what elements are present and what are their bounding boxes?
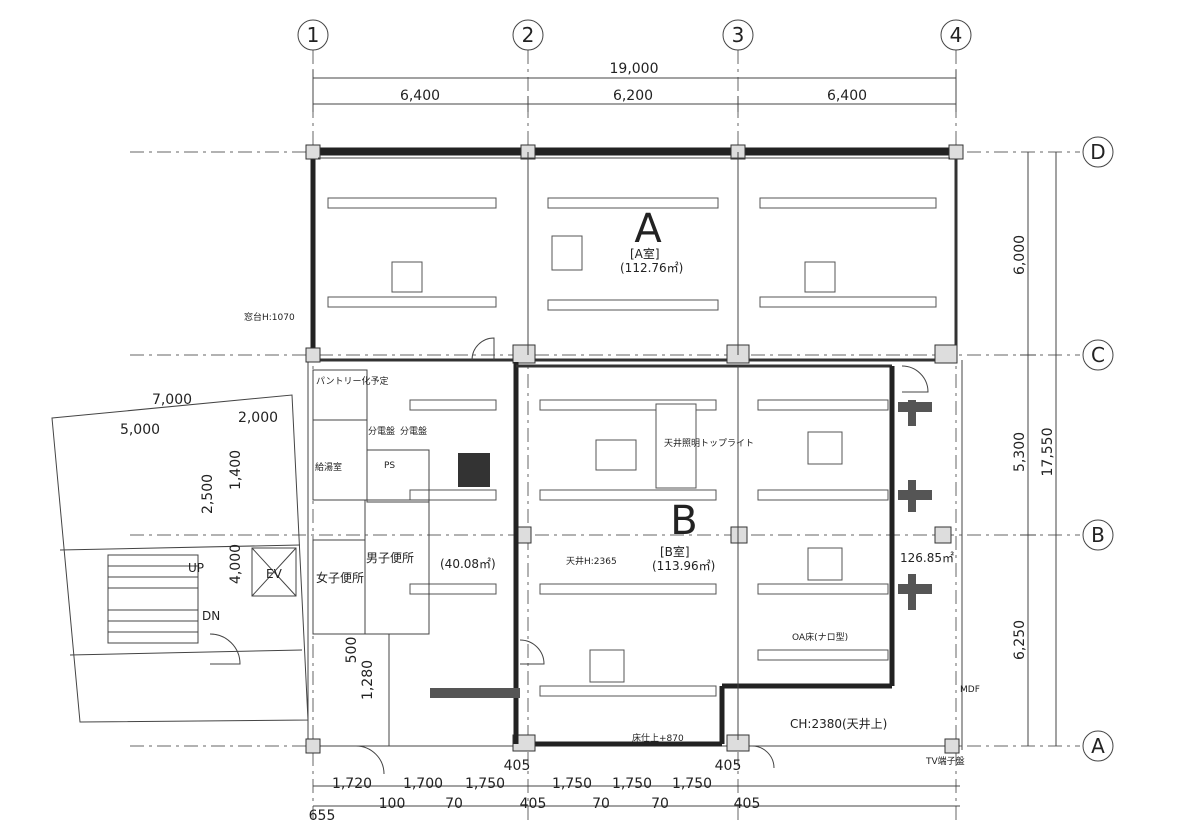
tv-label: TV端子盤	[925, 755, 965, 767]
dim-stair-depth-3: 4,000	[228, 544, 244, 584]
dim-left-small-1: 500	[344, 637, 360, 664]
grid-bubbles: 1 2 3 4 D C B A	[297, 19, 1114, 762]
dim-bottom-7: 1,750	[672, 776, 712, 792]
aircon-unit-b3	[807, 547, 843, 581]
ceiling-height-b: 天井H:2365	[566, 555, 617, 567]
floor-height-note: 床仕上+870	[632, 732, 684, 744]
switch-label-a: 分電盤	[368, 425, 395, 437]
dim-stair-sub-2: 2,000	[238, 410, 278, 426]
grid-row-c: C	[1091, 343, 1105, 367]
door-swings	[209, 337, 929, 775]
dim-bay-2: 6,200	[613, 88, 653, 104]
room-a-name: [A室]	[630, 246, 660, 261]
dim-stair-depth-1: 2,500	[200, 474, 216, 514]
top-dimensions: 19,000 6,400 6,200 6,400	[312, 61, 957, 112]
oa-room-area: 126.85㎡	[900, 551, 954, 565]
dim-bottom-1: 1,720	[332, 776, 372, 792]
room-b-name: [B室]	[660, 544, 690, 559]
dim-bottom2-5: 70	[592, 796, 610, 812]
riser-bar-core	[430, 688, 520, 698]
dim-bottom2-3: 70	[445, 796, 463, 812]
elevator-label: EV	[266, 567, 283, 581]
switch-label-b: 分電盤	[400, 425, 427, 437]
pantry-label: 給湯室	[315, 461, 342, 473]
room-a-area: (112.76㎡)	[620, 261, 683, 275]
ps-label: PS	[384, 461, 395, 471]
dim-bay-1: 6,400	[400, 88, 440, 104]
grid-col-2: 2	[522, 23, 535, 47]
skylight-label: 天井照明トップライト	[664, 437, 754, 449]
aircon-unit-a2	[551, 235, 583, 271]
womens-toilet-label: 女子便所	[316, 570, 364, 585]
aircon-unit-b1	[807, 431, 843, 465]
dim-stair-depth-2: 1,400	[228, 450, 244, 490]
dim-bottom-8: 405	[715, 758, 742, 774]
dim-bottom2-6: 70	[651, 796, 669, 812]
dim-bottom2-7: 405	[734, 796, 761, 812]
aircon-unit-a1	[391, 261, 423, 293]
dim-left-small-2: 1,280	[360, 660, 376, 700]
room-b-letter: B	[670, 498, 697, 544]
grid-col-3: 3	[732, 23, 745, 47]
dim-total-width: 19,000	[610, 61, 659, 77]
room-b: 天井照明トップライト B [B室] (113.96㎡) 天井H:2365 床仕上…	[409, 362, 954, 744]
aircon-unit-b4	[595, 439, 637, 471]
grid-row-d: D	[1090, 140, 1105, 164]
dim-bay-3: 6,400	[827, 88, 867, 104]
dim-bottom2-2: 100	[379, 796, 406, 812]
dim-bottom-4: 405	[504, 758, 531, 774]
grid-col-1: 1	[307, 23, 320, 47]
right-dimensions: 6,000 5,300 6,250 17,550	[1012, 152, 1057, 746]
grid-lines	[130, 50, 1080, 820]
ceiling-height-oa: CH:2380(天井上)	[790, 717, 887, 731]
dim-row-1: 6,000	[1012, 235, 1028, 275]
light-fixtures-a	[327, 197, 937, 311]
mdf-label: MDF	[960, 685, 980, 695]
dim-total-depth: 17,550	[1040, 428, 1056, 477]
skylight	[655, 403, 697, 489]
stair-annex: UP DN EV 7,000 5,000 2,000 2,500 1,400 4…	[51, 392, 309, 723]
dim-stair-width: 7,000	[152, 392, 192, 408]
dim-bottom2-1: 655	[309, 808, 336, 824]
core-area-label: (40.08㎡)	[440, 557, 496, 571]
pantry-note: パントリー化予定	[316, 375, 388, 387]
duct-block	[458, 453, 490, 487]
dim-bottom-3: 1,750	[465, 776, 505, 792]
mens-toilet-label: 男子便所	[366, 551, 414, 565]
grid-row-b: B	[1091, 523, 1105, 547]
aircon-unit-b2	[589, 649, 625, 683]
stair-treads	[108, 565, 198, 633]
dim-bottom-5: 1,750	[552, 776, 592, 792]
oa-floor-note: OA床(ナロ型)	[792, 631, 848, 643]
dim-stair-sub-1: 5,000	[120, 422, 160, 438]
dim-bottom2-4: 405	[520, 796, 547, 812]
light-fixtures-b	[409, 399, 889, 697]
dim-row-2: 5,300	[1012, 432, 1028, 472]
grid-row-a: A	[1091, 734, 1105, 758]
room-a-letter: A	[634, 206, 662, 252]
stair-dn-label: DN	[202, 609, 220, 623]
grid-col-4: 4	[950, 23, 963, 47]
dim-bottom-6: 1,750	[612, 776, 652, 792]
room-b-area: (113.96㎡)	[652, 559, 715, 573]
core: パントリー化予定 給湯室 PS 分電盤 分電盤 女子便所 男子便所 (40.08…	[312, 369, 520, 746]
risers	[898, 400, 932, 610]
room-a: A [A室] (112.76㎡) 窓台H:1070	[244, 152, 950, 355]
stair-up-label: UP	[188, 561, 204, 575]
sill-height-note: 窓台H:1070	[244, 311, 295, 323]
bottom-dimensions: 1,720 1,700 1,750 405 1,750 1,750 1,750 …	[309, 758, 960, 824]
dim-row-3: 6,250	[1012, 620, 1028, 660]
aircon-unit-a3	[804, 261, 836, 293]
dim-bottom-2: 1,700	[403, 776, 443, 792]
